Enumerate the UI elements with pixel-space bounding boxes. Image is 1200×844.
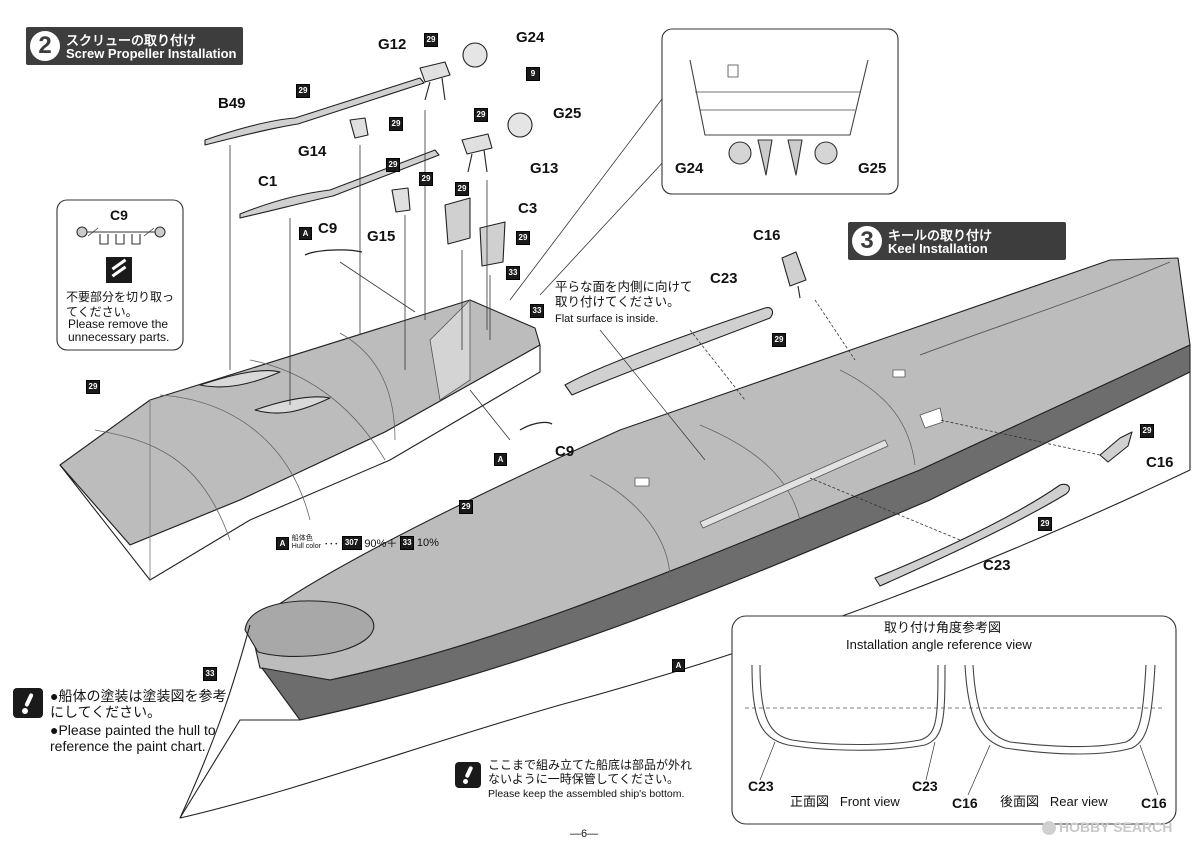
paint-code-badge: 29 <box>1038 517 1052 531</box>
hull-paint-note-en: ●Please painted the hull to reference th… <box>50 722 216 754</box>
part-label-c23-bottom: C23 <box>983 557 1011 574</box>
part-label-c1: C1 <box>258 173 278 190</box>
part-label-g25: G25 <box>553 105 582 122</box>
hull-color-marker: A <box>494 453 507 466</box>
paint-code-badge: 33 <box>506 266 520 280</box>
angle-ref-title-en: Installation angle reference view <box>846 637 1032 652</box>
part-label-g24-inset: G24 <box>675 160 704 177</box>
c23-upper-part <box>564 307 774 396</box>
cut-tool-icon <box>106 257 132 283</box>
g25-propeller <box>507 112 533 138</box>
part-label-c23-front-right: C23 <box>912 778 938 794</box>
paint-code-badge: 29 <box>474 108 488 122</box>
paint-code-badge: 29 <box>772 333 786 347</box>
hull-color-marker: A <box>276 536 289 550</box>
front-view-caption: 正面図 Front view <box>790 794 900 809</box>
part-label-c16-rear-left: C16 <box>952 795 978 811</box>
cut-note-text-jp: 不要部分を切り取ってください。 <box>66 290 175 319</box>
watermark: HOBBY SEARCH <box>1042 819 1172 836</box>
paint-code-badge: 29 <box>86 380 100 394</box>
page-number: —6— <box>570 828 599 840</box>
flat-surface-note-jp: 平らな面を内側に向けて取り付けてください。 <box>555 280 693 309</box>
part-label-g25-inset: G25 <box>858 160 887 177</box>
paint-code-badge: 29 <box>424 33 438 47</box>
part-label-c23-front-left: C23 <box>748 778 774 794</box>
paint-code-badge: 29 <box>459 500 473 514</box>
angle-reference-frame <box>731 615 1177 825</box>
hull-paint-note-jp: ●船体の塗装は塗装図を参考にしてください。 <box>50 688 227 720</box>
c23-lower-part <box>874 483 1070 587</box>
hobby-search-logo-icon <box>1042 821 1056 836</box>
paint-code-badge: 29 <box>1140 424 1154 438</box>
c16-lower-part <box>1099 431 1133 463</box>
paint-code-badge: 33 <box>203 667 217 681</box>
paint-code-badge: 29 <box>386 158 400 172</box>
part-label-g24: G24 <box>516 29 545 46</box>
main-hull-side <box>179 371 1191 819</box>
b49-shaft <box>204 77 425 146</box>
paint-code-badge: 29 <box>516 231 530 245</box>
keep-note-jp: ここまで組み立てた船底は部品が外れないように一時保管してください。 <box>488 758 693 786</box>
step-title-en: Screw Propeller Installation <box>66 46 237 61</box>
paint-code-badge: 29 <box>455 182 469 196</box>
paint-code-badge: 33 <box>530 304 544 318</box>
cut-note-text-en: Please remove the unnecessary parts. <box>68 317 170 344</box>
part-label-c16-right: C16 <box>1146 454 1174 471</box>
part-label-c16-rear-right: C16 <box>1141 795 1167 811</box>
hull-color-marker: A <box>299 227 312 240</box>
g24-propeller <box>462 42 488 68</box>
paint-code-badge: 29 <box>389 117 403 131</box>
part-label-b49: B49 <box>218 95 246 112</box>
c16-upper-part <box>781 251 807 287</box>
part-label-g13: G13 <box>530 160 559 177</box>
bow-dome <box>244 600 375 658</box>
part-label-c9-top: C9 <box>318 220 338 237</box>
hull-color-label: 船体色 Hull color <box>291 535 321 550</box>
paint-code-badge: 9 <box>526 67 540 81</box>
step3-header: 3 キールの取り付け Keel Installation <box>848 222 1066 260</box>
c1-shaft <box>239 149 440 219</box>
hull-color-note: A 船体色 Hull color ･･･ 307 90%＋ 33 10% <box>276 535 439 551</box>
paint-code-badge: 307 <box>341 536 362 550</box>
caution-icon <box>455 762 481 788</box>
g13-bracket <box>461 133 493 173</box>
stern-hull-side <box>59 344 541 581</box>
part-label-c3: C3 <box>518 200 538 217</box>
rear-view-caption: 後面図 Rear view <box>1000 794 1108 809</box>
part-label-g15: G15 <box>367 228 396 245</box>
c3-rudder-a <box>444 197 471 245</box>
flat-surface-note-en: Flat surface is inside. <box>555 313 659 325</box>
angle-ref-title-jp: 取り付け角度参考図 <box>884 620 1002 635</box>
caution-icon <box>13 688 43 718</box>
g12-bracket <box>419 61 451 101</box>
step-number: 3 <box>852 226 882 256</box>
part-label-g12: G12 <box>378 36 407 53</box>
part-label-g14: G14 <box>298 143 327 160</box>
step-title-jp: スクリューの取り付け <box>66 33 197 48</box>
step-title-en: Keel Installation <box>888 241 988 256</box>
step-number: 2 <box>30 31 60 61</box>
paint-code-badge: 29 <box>419 172 433 186</box>
step2-header: 2 スクリューの取り付け Screw Propeller Installatio… <box>26 27 243 65</box>
cut-note-title: C9 <box>110 207 128 223</box>
keep-note-en: Please keep the assembled ship's bottom. <box>488 788 685 800</box>
part-label-c23-top: C23 <box>710 270 738 287</box>
part-label-c16-top: C16 <box>753 227 781 244</box>
paint-code-badge: 29 <box>296 84 310 98</box>
c3-rudder-b <box>479 221 506 267</box>
step-title-jp: キールの取り付け <box>888 228 993 243</box>
paint-code-badge: 33 <box>400 536 415 550</box>
hull-color-marker: A <box>672 659 685 672</box>
part-label-c9-bottom: C9 <box>555 443 575 460</box>
